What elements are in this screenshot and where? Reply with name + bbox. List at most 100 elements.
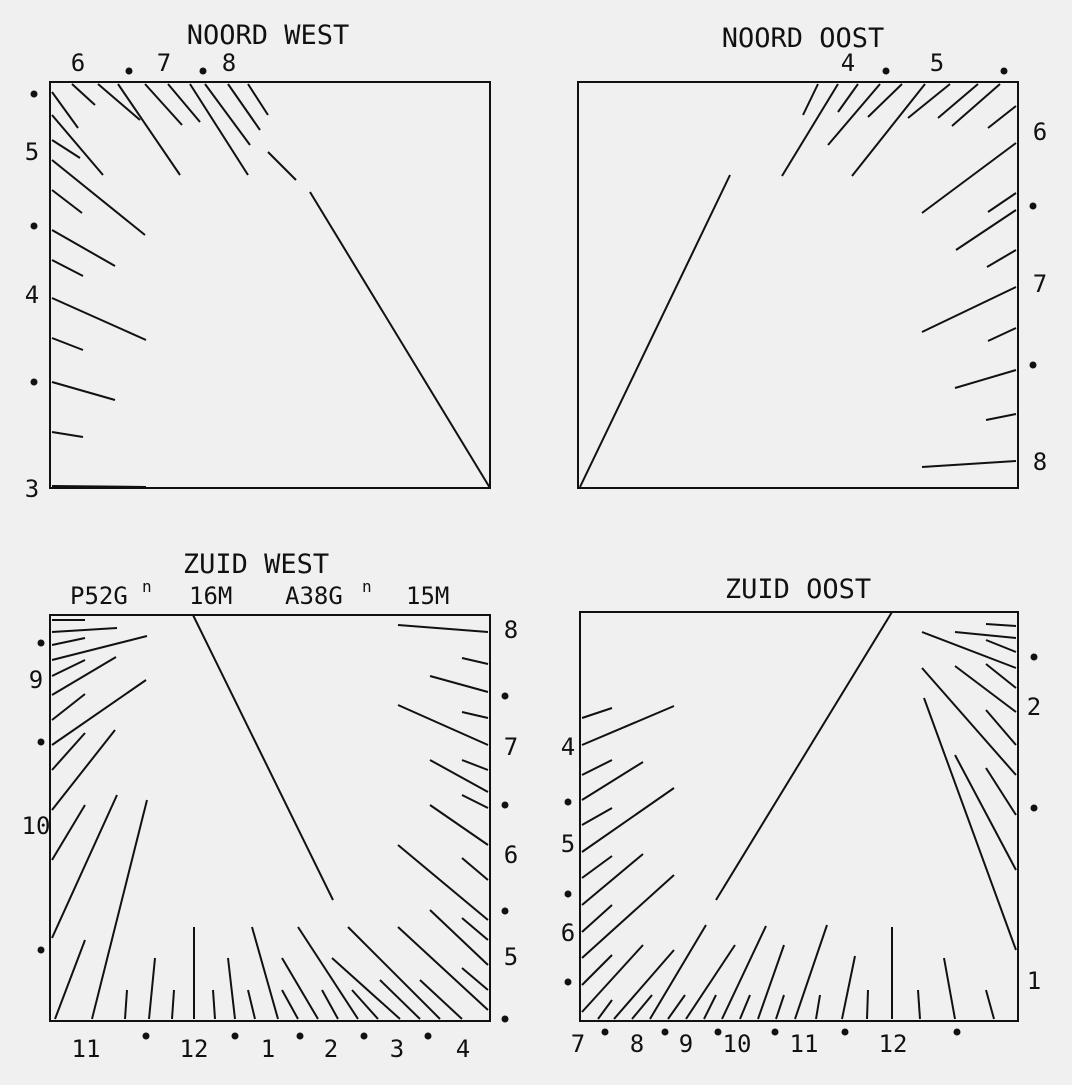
meridian-label: 16M: [189, 582, 232, 610]
half-hour-dot: [501, 692, 509, 700]
hour-line: [581, 944, 644, 1013]
hour-line: [397, 624, 489, 633]
hour-label: 2: [324, 1035, 338, 1063]
declination-label: P52G: [70, 582, 128, 610]
half-hour-dot: [360, 1032, 368, 1040]
panel-zuid-oost: ZUID OOST: [561, 574, 1041, 1058]
half-hour-dot: [882, 67, 890, 75]
hour-label: 9: [679, 1030, 693, 1058]
gnomon-line: [309, 191, 491, 489]
half-hour-dot: [30, 378, 38, 386]
hour-line: [51, 794, 118, 939]
dial-frame: [49, 81, 491, 489]
hour-line: [581, 705, 675, 746]
hour-line: [281, 989, 299, 1020]
hour-line: [985, 989, 995, 1020]
hour-line: [703, 994, 717, 1020]
hour-line: [54, 939, 86, 1020]
hour-label: 8: [630, 1030, 644, 1058]
hour-label: 3: [390, 1035, 404, 1063]
hour-label: 2: [1027, 693, 1041, 721]
half-hour-dot: [1029, 361, 1037, 369]
half-hour-dot: [1029, 202, 1037, 210]
hour-label: 7: [571, 1030, 585, 1058]
hour-line: [921, 667, 1017, 776]
hour-line: [739, 994, 751, 1020]
hour-line: [461, 967, 489, 991]
hour-line: [91, 799, 148, 1020]
half-hour-dot: [1000, 67, 1008, 75]
hour-line: [985, 639, 1017, 653]
hour-label: 1: [1027, 967, 1041, 995]
hour-line: [867, 83, 903, 118]
hour-line: [429, 804, 489, 846]
hour-label: 8: [1033, 448, 1047, 476]
half-hour-dot: [564, 890, 572, 898]
hour-line: [117, 83, 181, 176]
hour-label: 7: [504, 733, 518, 761]
panel-noord-oost: NOORD OOST 4 5 6 7 8: [577, 23, 1047, 489]
hour-line: [379, 979, 421, 1020]
panel-title: ZUID WEST: [183, 549, 329, 580]
hour-line: [987, 192, 1017, 213]
half-hour-dot: [714, 1028, 722, 1036]
hour-line: [866, 989, 869, 1020]
hour-line: [921, 286, 1017, 333]
hour-line: [461, 657, 489, 665]
hour-label: 4: [456, 1035, 470, 1063]
hour-line: [397, 844, 489, 921]
hour-line: [397, 704, 489, 746]
hour-line: [267, 151, 297, 181]
hour-label: 6: [561, 919, 575, 947]
hour-line: [802, 83, 819, 116]
half-hour-dot: [841, 1028, 849, 1036]
hour-line: [51, 381, 116, 401]
hour-line: [985, 413, 1017, 421]
hour-line: [51, 159, 146, 236]
hour-label: 5: [561, 830, 575, 858]
hour-line: [581, 707, 613, 719]
half-hour-dot: [564, 978, 572, 986]
hour-line: [51, 659, 86, 677]
hour-label: 10: [22, 812, 51, 840]
dial-frame: [49, 614, 491, 1022]
hour-line: [397, 926, 489, 1011]
hour-label: 8: [222, 49, 236, 77]
hour-line: [954, 369, 1017, 389]
hour-line: [581, 874, 675, 959]
hour-line: [347, 926, 441, 1020]
hour-line: [581, 807, 613, 826]
hour-line: [827, 83, 881, 146]
hour-line: [429, 675, 489, 693]
half-hour-dot: [37, 946, 45, 954]
hour-label: 1: [261, 1035, 275, 1063]
hour-line: [987, 327, 1017, 342]
hour-line: [124, 989, 128, 1020]
hour-line: [144, 83, 183, 126]
hour-line: [837, 83, 859, 113]
hour-line: [781, 83, 839, 177]
hour-line: [907, 83, 951, 119]
hour-line: [167, 83, 201, 123]
hour-label: 6: [1033, 118, 1047, 146]
hour-line: [297, 926, 359, 1020]
hour-line: [649, 924, 707, 1020]
hour-line: [921, 460, 1017, 468]
half-hour-dot: [1030, 653, 1038, 661]
hour-line: [321, 989, 339, 1020]
hour-line: [251, 926, 279, 1020]
hour-line: [987, 105, 1017, 129]
hour-line: [581, 954, 613, 986]
half-hour-dot: [771, 1028, 779, 1036]
hour-line: [51, 732, 86, 771]
panel-zuid-west: ZUID WEST P52G n 16M A38G n 15M: [22, 549, 519, 1063]
hour-line: [227, 957, 236, 1020]
hour-line: [841, 955, 856, 1020]
hour-label: 3: [25, 475, 39, 503]
hour-line: [815, 994, 821, 1020]
hour-line: [97, 83, 141, 121]
hour-line: [189, 83, 249, 176]
hour-line: [51, 635, 148, 661]
